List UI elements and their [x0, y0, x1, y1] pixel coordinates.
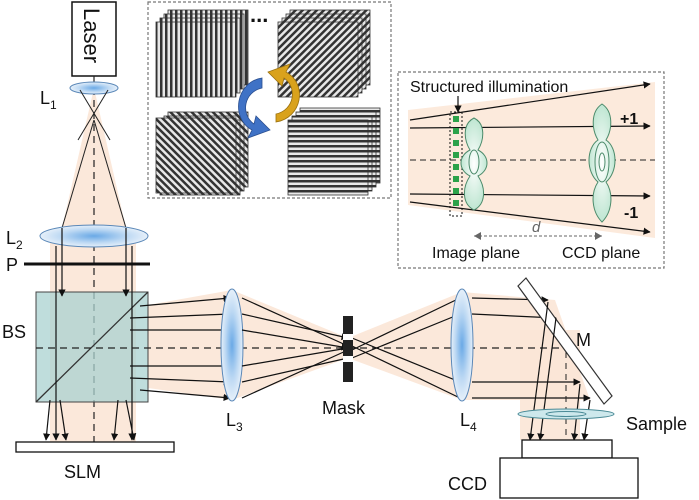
- plus-one-order: +1: [620, 111, 638, 128]
- structured-illumination-inset: Structured illumination: [397, 71, 665, 269]
- sample-label: Sample: [626, 414, 687, 434]
- polarizer-label: P: [6, 255, 18, 275]
- minus-one-order: -1: [624, 205, 638, 222]
- slm-label: SLM: [64, 462, 101, 482]
- mirror-label: M: [576, 330, 591, 350]
- laser-label: Laser: [79, 8, 104, 63]
- ccd-camera: [499, 439, 639, 499]
- image-plane-object: [460, 117, 488, 211]
- lens-l4: [450, 288, 474, 402]
- diagonal-right-grating-stack: [277, 9, 371, 98]
- lens-l4-letter: L: [460, 410, 470, 430]
- distance-d-label: d: [532, 219, 541, 236]
- lens-l3-label: L3: [226, 410, 243, 434]
- expanding-beam-lines: [61, 89, 127, 229]
- green-grating: [453, 116, 459, 206]
- vertical-grating-stack: [155, 9, 249, 98]
- lens-l3: [220, 288, 244, 402]
- diagonal-left-grating-stack: [155, 111, 249, 196]
- pattern-inset: ...: [147, 1, 392, 199]
- pattern-ellipsis: ...: [250, 2, 268, 27]
- structured-illumination-title: Structured illumination: [410, 79, 568, 96]
- sample: [517, 408, 615, 420]
- lens-l2-letter: L: [6, 228, 16, 248]
- slm-device: [15, 441, 175, 453]
- lens-l1-subscript: 1: [50, 98, 57, 112]
- mirror-m: [517, 277, 613, 405]
- ccd-plane-label: CCD plane: [562, 245, 640, 262]
- laser-source: Laser: [71, 1, 117, 77]
- lens-l4-label: L4: [460, 410, 477, 434]
- lens-l3-subscript: 3: [236, 420, 243, 434]
- lens-l2-label: L2: [6, 228, 23, 252]
- lens-l2-subscript: 2: [16, 238, 23, 252]
- mask: [343, 316, 353, 382]
- beams-through-mask: [241, 297, 461, 399]
- lens-l3-letter: L: [226, 410, 236, 430]
- image-plane-label: Image plane: [432, 245, 520, 262]
- horizontal-grating-stack: [287, 107, 381, 196]
- distance-arrow-left: [474, 232, 481, 240]
- ccd-plane-object: [588, 103, 616, 223]
- beams-to-l3: [129, 294, 231, 402]
- ccd-label: CCD: [448, 474, 487, 494]
- beam-splitter-cube: [35, 291, 149, 403]
- mask-label: Mask: [322, 398, 366, 418]
- lens-l4-subscript: 4: [470, 420, 477, 434]
- lens-l1: [69, 81, 119, 95]
- beam-shading: [50, 88, 590, 442]
- lens-l1-letter: L: [40, 88, 50, 108]
- vertical-beams: [43, 228, 137, 441]
- beam-splitter-label: BS: [2, 322, 26, 342]
- lens-l1-label: L1: [40, 88, 57, 112]
- lens-l2: [39, 224, 149, 248]
- distance-arrow-right: [595, 232, 602, 240]
